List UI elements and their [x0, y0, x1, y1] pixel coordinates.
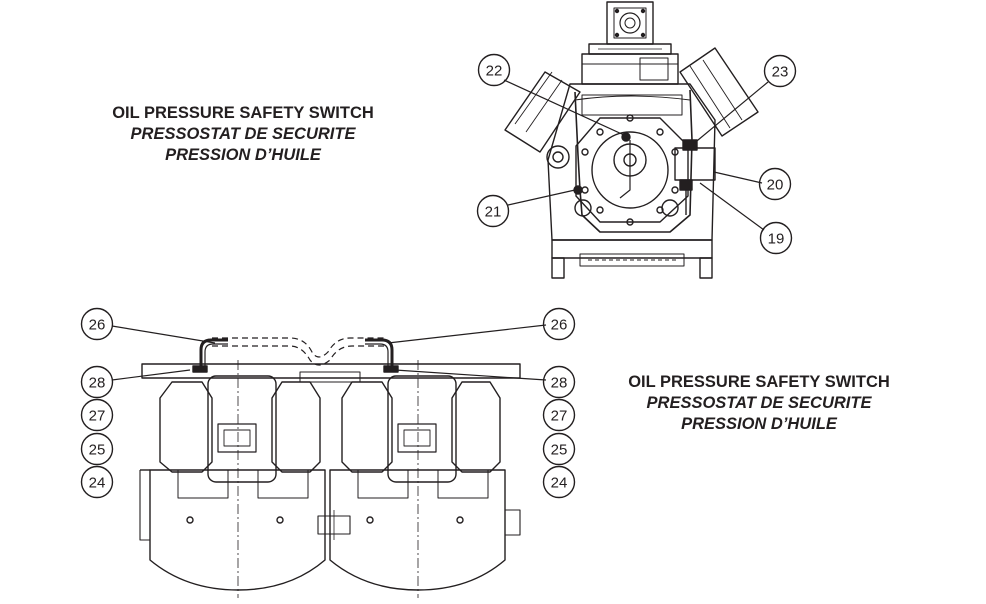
callout-right-25: 25 [542, 432, 576, 466]
callout-left-27: 27 [80, 398, 114, 432]
fitting-21 [573, 185, 583, 195]
oil-line-tubing [574, 89, 693, 233]
callout-19-label: 19 [768, 231, 785, 248]
callout-left-26-label: 26 [89, 317, 106, 334]
oil-equalizer-line [212, 337, 385, 358]
left-switch-tube [199, 338, 228, 368]
callout-left-27-label: 27 [89, 408, 106, 425]
right-compressor-cap-b [451, 381, 501, 473]
callout-right-27-label: 27 [551, 408, 568, 425]
callout-left-26: 26 [80, 307, 114, 341]
left-port [546, 145, 570, 169]
callouts-left: 26 28 27 25 24 [80, 307, 114, 499]
left-cylinder-bank [504, 71, 581, 153]
callout-right-26-label: 26 [551, 317, 568, 334]
left-fitting [192, 365, 208, 373]
callout-left-25-label: 25 [89, 442, 106, 459]
callout-22-label: 22 [486, 63, 503, 80]
callout-right-27: 27 [542, 398, 576, 432]
caption-bottom-line3: PRESSION D’HUILE [681, 415, 837, 433]
bottom-leaders [111, 324, 547, 381]
callout-22: 22 [477, 53, 511, 87]
callout-left-28: 28 [80, 365, 114, 399]
callout-left-28-label: 28 [89, 375, 106, 392]
callout-right-24: 24 [542, 465, 576, 499]
callout-19: 19 [759, 221, 793, 255]
callouts-top: 22 23 20 21 19 [476, 53, 797, 255]
right-fitting [383, 365, 399, 373]
callout-right-24-label: 24 [551, 475, 568, 492]
caption-bottom-line2: PRESSOSTAT DE SECURITE [646, 394, 872, 412]
right-compressor-head [387, 375, 457, 483]
callout-20: 20 [758, 167, 792, 201]
oil-safety-switch [674, 147, 716, 181]
left-compressor-cap-b [271, 381, 321, 473]
compressor-front-view [504, 1, 759, 279]
callout-20-label: 20 [767, 177, 784, 194]
callout-left-24-label: 24 [89, 475, 106, 492]
caption-top-line3: PRESSION D’HUILE [165, 146, 321, 164]
callout-right-25-label: 25 [551, 442, 568, 459]
base [551, 239, 713, 259]
left-compressor-head [207, 375, 277, 483]
bearing-cover [575, 117, 689, 223]
caption-bottom: OIL PRESSURE SAFETY SWITCH PRESSOSTAT DE… [604, 372, 914, 435]
caption-top-line1: OIL PRESSURE SAFETY SWITCH [112, 104, 374, 122]
top-leaders [503, 79, 769, 231]
callout-right-28: 28 [542, 365, 576, 399]
right-compressor-body [329, 469, 506, 591]
oil-pump-housing [591, 131, 669, 209]
callout-23-label: 23 [772, 64, 789, 81]
right-compressor [329, 360, 521, 598]
callout-21-label: 21 [485, 204, 502, 221]
caption-top: OIL PRESSURE SAFETY SWITCH PRESSOSTAT DE… [88, 103, 398, 166]
callout-right-26: 26 [542, 307, 576, 341]
callout-23: 23 [763, 54, 797, 88]
suction-header [141, 363, 521, 379]
callouts-right: 26 28 27 25 24 [542, 307, 576, 499]
left-compressor-cap-a [159, 381, 213, 473]
callout-left-25: 25 [80, 432, 114, 466]
caption-top-line2: PRESSOSTAT DE SECURITE [130, 125, 356, 143]
tandem-compressors-view [139, 337, 521, 598]
right-compressor-cap-a [341, 381, 393, 473]
callout-21: 21 [476, 194, 510, 228]
left-compressor [139, 360, 326, 598]
left-compressor-body [149, 469, 326, 591]
callout-left-24: 24 [80, 465, 114, 499]
callout-right-28-label: 28 [551, 375, 568, 392]
caption-bottom-line1: OIL PRESSURE SAFETY SWITCH [628, 373, 890, 391]
right-cylinder-bank [679, 47, 759, 137]
